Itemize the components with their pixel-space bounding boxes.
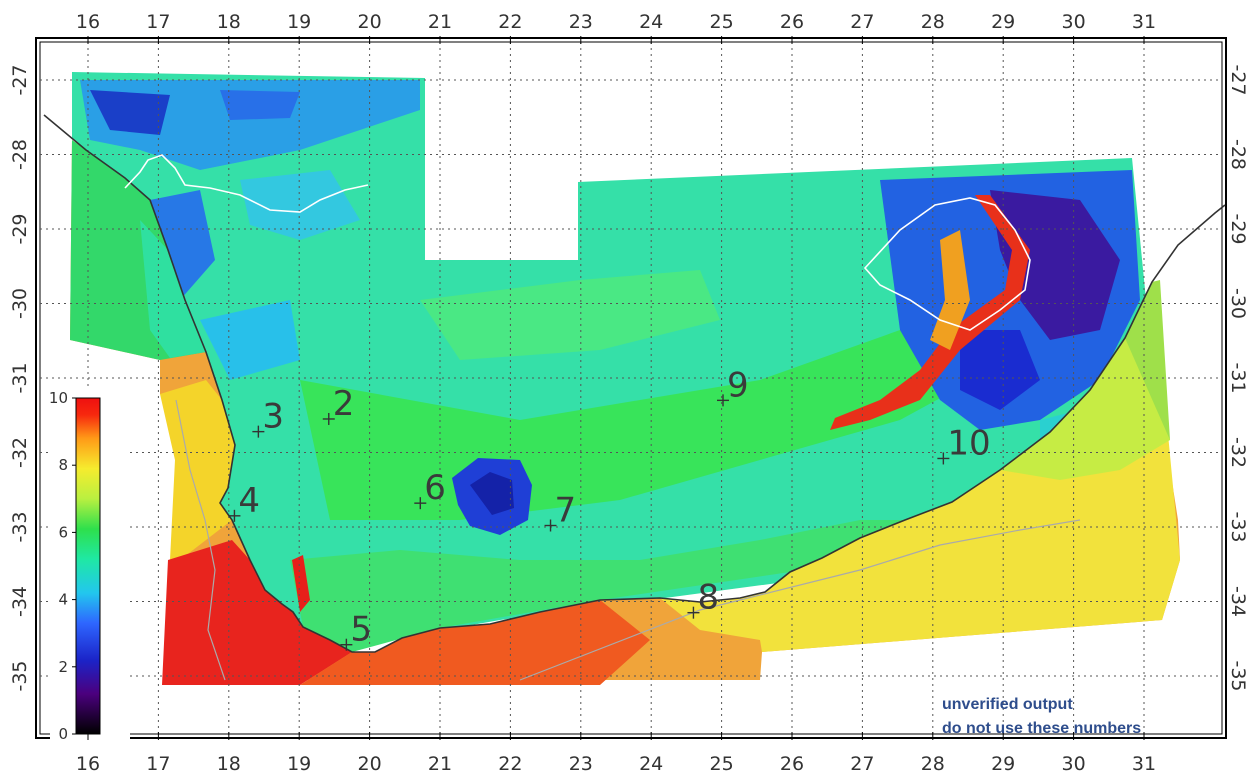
lat-label-left: -32: [9, 437, 31, 468]
colorbar-label-6: 6: [58, 523, 68, 541]
coastline: [43, 114, 1226, 653]
lon-label-bottom: 28: [921, 753, 945, 775]
lon-ticks-bottom: 16 17 18 19 20 21 22 23 24 25 26 27 28 29 30 31: [76, 753, 1156, 775]
lon-label-bottom: 19: [287, 753, 311, 775]
colorbar: 10 8 6 4 2 0: [49, 389, 130, 743]
lat-label-left: -28: [9, 139, 31, 170]
site-label-7: 7: [555, 491, 577, 531]
lon-label-top: 23: [569, 11, 593, 33]
lat-label-left: -33: [9, 511, 31, 542]
map-border-inner: [39, 41, 1223, 735]
colorbar-label-8: 8: [58, 456, 68, 474]
lat-label-right: -30: [1227, 288, 1248, 319]
site-label-2: 2: [333, 384, 355, 424]
lon-label-bottom: 23: [569, 753, 593, 775]
site-label-5: 5: [350, 610, 372, 650]
site-label-8: 8: [697, 578, 719, 618]
lon-label-top: 20: [358, 11, 382, 33]
lon-label-top: 19: [287, 11, 311, 33]
site-markers: 2 3 4 5 6 7 8 9 10: [228, 365, 991, 651]
colorbar-label-10: 10: [49, 389, 68, 407]
lat-label-left: -34: [9, 586, 31, 617]
lat-label-right: -29: [1227, 213, 1248, 244]
lon-label-bottom: 31: [1132, 753, 1156, 775]
lon-label-bottom: 17: [146, 753, 170, 775]
lon-label-bottom: 24: [639, 753, 663, 775]
lat-ticks-right: -27 -28 -29 -30 -31 -32 -33 -34 -35: [1227, 64, 1248, 691]
lon-label-top: 21: [428, 11, 452, 33]
lat-label-right: -28: [1227, 139, 1248, 170]
lat-label-left: -29: [9, 213, 31, 244]
lon-label-bottom: 20: [358, 753, 382, 775]
namibia-border: [124, 154, 369, 213]
lat-label-right: -32: [1227, 437, 1248, 468]
site-label-9: 9: [727, 365, 749, 405]
colorbar-label-0: 0: [58, 725, 68, 743]
lat-label-left: -31: [9, 362, 31, 393]
contour-8: [175, 399, 1081, 681]
lon-label-top: 24: [639, 11, 663, 33]
lon-label-top: 16: [76, 11, 100, 33]
lon-label-top: 26: [780, 11, 804, 33]
note-line-1: unverified output: [942, 696, 1073, 713]
lon-label-bottom: 27: [850, 753, 874, 775]
colorbar-label-4: 4: [58, 591, 68, 609]
lon-label-bottom: 26: [780, 753, 804, 775]
lat-label-right: -35: [1227, 660, 1248, 691]
lon-label-top: 22: [498, 11, 522, 33]
lon-label-top: 28: [921, 11, 945, 33]
lon-label-bottom: 29: [991, 753, 1015, 775]
lat-label-right: -27: [1227, 64, 1248, 95]
lon-label-top: 30: [1062, 11, 1086, 33]
map-border-outer: [35, 37, 1227, 739]
colorbar-ticks: 10 8 6 4 2 0: [49, 389, 76, 743]
site-label-4: 4: [238, 481, 260, 521]
colorbar-ramp: [75, 397, 101, 735]
lon-label-top: 25: [710, 11, 734, 33]
lon-label-bottom: 25: [710, 753, 734, 775]
site-label-3: 3: [262, 397, 284, 437]
lat-label-right: -31: [1227, 362, 1248, 393]
site-label-10: 10: [947, 423, 990, 463]
lon-label-top: 31: [1132, 11, 1156, 33]
lat-label-left: -30: [9, 288, 31, 319]
lat-label-left: -27: [9, 64, 31, 95]
lat-label-right: -34: [1227, 586, 1248, 617]
colorbar-label-2: 2: [58, 658, 68, 676]
lat-label-right: -33: [1227, 511, 1248, 542]
note-line-2: do not use these numbers: [942, 720, 1142, 737]
lon-label-top: 17: [146, 11, 170, 33]
land-field: [72, 72, 1150, 652]
lat-ticks-left: -27 -28 -29 -30 -31 -32 -33 -34 -35: [9, 64, 31, 691]
lon-label-bottom: 22: [498, 753, 522, 775]
lon-label-bottom: 21: [428, 753, 452, 775]
ocean-field: [70, 140, 1180, 685]
lon-label-bottom: 16: [76, 753, 100, 775]
site-label-6: 6: [424, 468, 446, 508]
lon-ticks-top: 16 17 18 19 20 21 22 23 24 25 26 27 28 29 30 31: [76, 11, 1156, 33]
lat-label-left: -35: [9, 660, 31, 691]
grid-lines: [40, 42, 1222, 734]
lon-label-top: 29: [991, 11, 1015, 33]
lon-label-bottom: 18: [217, 753, 241, 775]
lon-label-bottom: 30: [1062, 753, 1086, 775]
lesotho-border: [863, 197, 1031, 331]
lon-label-top: 18: [217, 11, 241, 33]
lon-label-top: 27: [850, 11, 874, 33]
